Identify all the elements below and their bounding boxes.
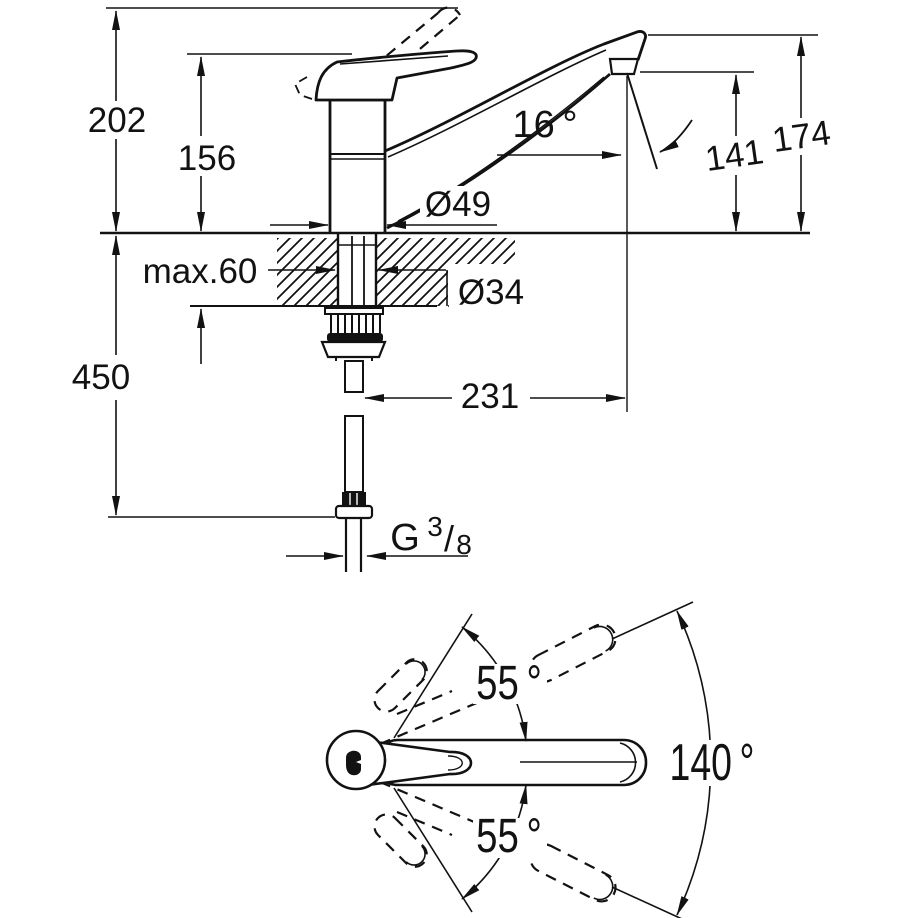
label-height-to-spout: 156: [178, 139, 236, 178]
bg-55-upper: [473, 664, 547, 704]
top-view: 55 ° 55 ° 140 °: [325, 601, 758, 918]
label-spout-angle: 16 °: [512, 104, 577, 146]
label-swing-lower: 55 °: [476, 810, 542, 863]
bg-55-lower: [473, 818, 547, 858]
dimension-lines: [112, 10, 805, 560]
hose-flange: [334, 504, 374, 520]
label-backgrounds: [56, 104, 836, 413]
hose-fitting: [342, 492, 366, 506]
thread-numerator: 3: [427, 511, 443, 542]
lever-up-dashed: [373, 658, 428, 713]
label-spout-reach: 231: [461, 377, 519, 416]
threaded-shank: [336, 234, 378, 307]
bg-140: [666, 740, 758, 786]
handle-detail-dashed: [293, 76, 313, 100]
mounting-nut: [320, 307, 387, 361]
label-spout-height: 174: [770, 113, 833, 160]
label-outlet-height: 141: [703, 132, 766, 179]
label-hose-length: 450: [72, 358, 130, 397]
label-thread: G 3 / 8: [390, 511, 472, 560]
dim-d34: [268, 266, 448, 306]
thread-slash: /: [444, 518, 454, 559]
dim-16deg: [497, 72, 693, 170]
label-overall-height: 202: [88, 101, 146, 140]
label-max-deck: max.60: [143, 252, 258, 291]
faucet-body: [328, 98, 387, 233]
angle-arc-arrow: [659, 119, 693, 153]
lever-handle: [314, 49, 478, 102]
lever-down-dashed: [373, 813, 428, 868]
lever-top-view: [366, 739, 473, 787]
thread-prefix: G: [390, 517, 420, 559]
angle-extension-lines: [393, 601, 694, 918]
side-view: 202 156 max.60 450 Ø49 Ø34 16 ° 141 174 …: [56, 6, 836, 572]
label-swing-upper: 55 °: [476, 657, 542, 710]
label-hole-diameter: Ø34: [458, 273, 524, 312]
label-base-diameter: Ø49: [425, 185, 491, 224]
label-swivel-total: 140 °: [670, 733, 755, 792]
thread-denominator: 8: [456, 529, 472, 560]
aerator: [608, 57, 640, 76]
hub-keyhole: [346, 750, 361, 776]
jet-angle-line: [626, 72, 658, 170]
faucet-top-solid: [325, 729, 648, 791]
supply-hose: [334, 360, 374, 572]
